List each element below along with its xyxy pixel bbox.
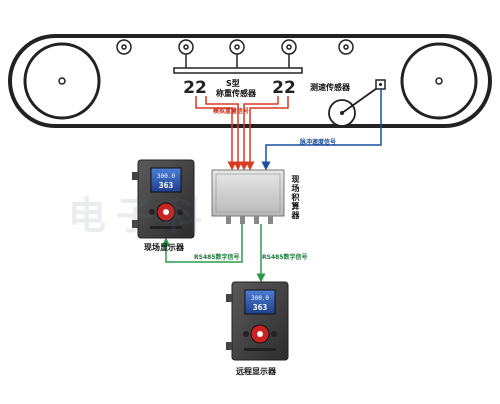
analog-signal-lines [195, 96, 289, 171]
rs485-left-label: RS485数字信号 [194, 254, 240, 261]
idler-rollers [116, 39, 354, 55]
sensor-type-label: S型 [226, 79, 240, 88]
local-screen-line1: 300.0 [157, 173, 175, 180]
load-cell-left-digits: 22 [183, 78, 207, 98]
field-integrator [211, 169, 285, 224]
pulley-right [400, 42, 478, 120]
speed-sensor-label: 测速传感器 [310, 83, 350, 92]
rs485-right-label: RS485数字信号 [262, 254, 308, 261]
remote-screen-line2: 363 [253, 303, 268, 312]
local-display-label: 现场显示器 [144, 243, 184, 252]
load-cell-right-digits: 22 [272, 78, 296, 98]
remote-display-device: 300.0 363 [226, 281, 289, 361]
integrator-label: 现场积算器 [291, 175, 300, 220]
load-cell-label: 称重传感器 [216, 89, 256, 98]
remote-display-label: 远程显示器 [236, 367, 276, 376]
pulse-signal-label: 脉冲速度信号 [300, 139, 337, 146]
speed-sensor [328, 79, 386, 127]
watermark-text: 电子科 [68, 194, 213, 238]
load-cell-right: 22 [272, 78, 296, 98]
weigh-idlers [178, 39, 297, 68]
pulse-signal-line [261, 89, 382, 171]
local-screen-line2: 363 [159, 181, 174, 190]
conveyor-belt [8, 34, 492, 128]
weigh-frame [173, 67, 303, 74]
rs485-lines [161, 224, 266, 283]
load-cell-left: 22 [179, 76, 211, 98]
remote-screen-line1: 300.0 [251, 295, 269, 302]
analog-signal-label: 模拟重量信号 [213, 108, 250, 115]
pulley-left [23, 42, 101, 120]
local-display-device: 300.0 363 [132, 159, 195, 239]
